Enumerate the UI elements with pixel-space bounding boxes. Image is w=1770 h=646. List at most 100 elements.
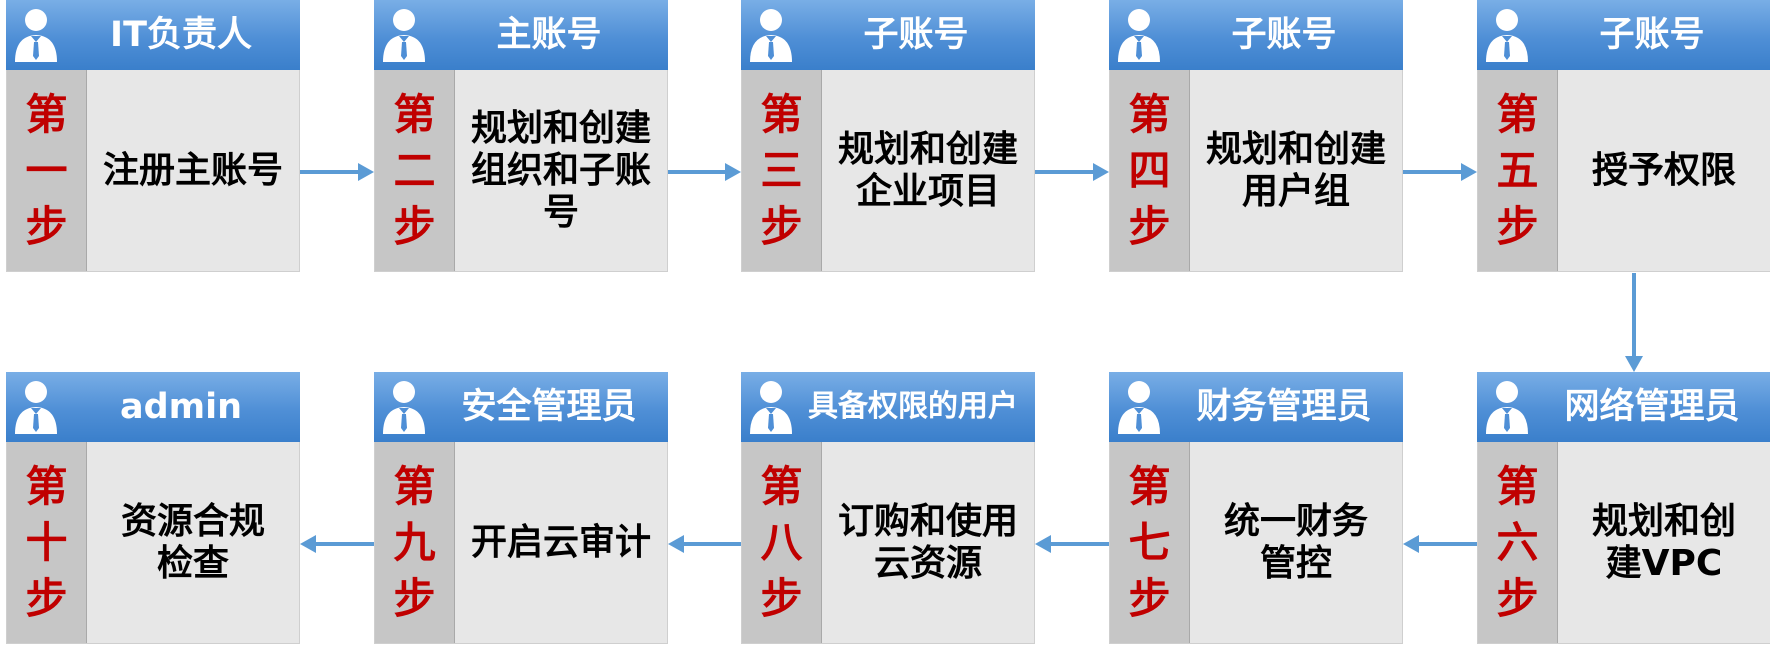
arrow-icon xyxy=(1035,163,1109,181)
step-box: 网络管理员第六步规划和创 建VPC xyxy=(1477,372,1770,644)
step-number: 第四步 xyxy=(1110,70,1190,271)
step-number-char: 二 xyxy=(393,145,436,195)
step-header: 具备权限的用户 xyxy=(741,372,1035,442)
step-header: 安全管理员 xyxy=(374,372,668,442)
step-task-text: 规划和创建 用户组 xyxy=(1205,128,1386,212)
step-task-text: 规划和创建 企业项目 xyxy=(837,128,1018,212)
step-number-char: 第 xyxy=(1496,89,1539,139)
step-body: 第一步注册主账号 xyxy=(6,70,300,272)
step-number-char: 十 xyxy=(25,517,68,567)
step-body: 第五步授予权限 xyxy=(1477,70,1770,272)
step-number: 第九步 xyxy=(375,442,455,643)
step-role-label: 子账号 xyxy=(863,15,969,55)
person-icon xyxy=(750,9,792,62)
step-box: 子账号第三步规划和创建 企业项目 xyxy=(741,0,1035,272)
arrow-icon xyxy=(300,535,374,553)
step-header: 子账号 xyxy=(1109,0,1403,70)
step-task-text: 规划和创 建VPC xyxy=(1591,500,1736,584)
step-number: 第十步 xyxy=(7,442,87,643)
step-number-char: 步 xyxy=(25,573,68,623)
step-header: 子账号 xyxy=(1477,0,1770,70)
step-number-char: 第 xyxy=(25,461,68,511)
step-number-char: 第 xyxy=(1128,89,1171,139)
step-box: IT负责人第一步注册主账号 xyxy=(6,0,300,272)
step-number-char: 第 xyxy=(760,461,803,511)
step-number-char: 九 xyxy=(393,517,436,567)
step-number: 第五步 xyxy=(1478,70,1558,271)
step-body: 第八步订购和使用 云资源 xyxy=(741,442,1035,644)
step-task-text: 注册主账号 xyxy=(102,149,283,191)
step-number-char: 六 xyxy=(1496,517,1539,567)
step-role-label: 安全管理员 xyxy=(461,387,637,427)
step-role-label: admin xyxy=(119,387,243,427)
person-icon xyxy=(1486,9,1528,62)
step-number: 第二步 xyxy=(375,70,455,271)
person-icon xyxy=(1118,381,1160,434)
step-body: 第四步规划和创建 用户组 xyxy=(1109,70,1403,272)
step-box: 主账号第二步规划和创建 组织和子账 号 xyxy=(374,0,668,272)
step-number-char: 第 xyxy=(1496,461,1539,511)
arrow-icon xyxy=(668,163,741,181)
step-task-text: 资源合规 检查 xyxy=(120,500,265,584)
step-number-char: 三 xyxy=(760,145,803,195)
person-icon xyxy=(383,381,425,434)
step-number: 第三步 xyxy=(742,70,822,271)
step-number-char: 第 xyxy=(25,89,68,139)
step-role-label: 子账号 xyxy=(1231,15,1337,55)
arrow-icon xyxy=(300,163,374,181)
step-body: 第三步规划和创建 企业项目 xyxy=(741,70,1035,272)
step-header: admin xyxy=(6,372,300,442)
step-box: 具备权限的用户第八步订购和使用 云资源 xyxy=(741,372,1035,644)
step-box: 子账号第五步授予权限 xyxy=(1477,0,1770,272)
step-task-text: 订购和使用 云资源 xyxy=(837,500,1018,584)
step-task-text: 统一财务 管控 xyxy=(1223,500,1368,584)
person-icon xyxy=(383,9,425,62)
arrow-icon xyxy=(1403,535,1477,553)
step-number: 第八步 xyxy=(742,442,822,643)
step-header: 网络管理员 xyxy=(1477,372,1770,442)
step-number-char: 步 xyxy=(1128,573,1171,623)
step-number-char: 步 xyxy=(1496,201,1539,251)
step-role-label: IT负责人 xyxy=(110,15,252,55)
step-role-label: 子账号 xyxy=(1599,15,1705,55)
step-header: 子账号 xyxy=(741,0,1035,70)
step-task-text: 开启云审计 xyxy=(470,521,651,563)
step-number-char: 四 xyxy=(1128,145,1171,195)
step-box: 安全管理员第九步开启云审计 xyxy=(374,372,668,644)
step-number-char: 步 xyxy=(25,201,68,251)
step-header: 主账号 xyxy=(374,0,668,70)
step-role-label: 主账号 xyxy=(496,15,602,55)
step-header: 财务管理员 xyxy=(1109,372,1403,442)
step-task-text: 授予权限 xyxy=(1591,149,1736,191)
step-role-label: 网络管理员 xyxy=(1564,387,1740,427)
step-body: 第十步资源合规 检查 xyxy=(6,442,300,644)
person-icon xyxy=(1118,9,1160,62)
arrow-icon xyxy=(1035,535,1109,553)
person-icon xyxy=(750,381,792,434)
step-body: 第七步统一财务 管控 xyxy=(1109,442,1403,644)
step-body: 第六步规划和创 建VPC xyxy=(1477,442,1770,644)
person-icon xyxy=(1486,381,1528,434)
arrow-icon xyxy=(1625,273,1643,372)
step-number-char: 五 xyxy=(1496,145,1539,195)
step-number-char: 步 xyxy=(760,573,803,623)
arrow-icon xyxy=(668,535,741,553)
step-role-label: 财务管理员 xyxy=(1196,387,1372,427)
step-role-label: 具备权限的用户 xyxy=(808,389,1018,424)
step-number-char: 第 xyxy=(760,89,803,139)
step-body: 第九步开启云审计 xyxy=(374,442,668,644)
step-number-char: 步 xyxy=(760,201,803,251)
step-number-char: 第 xyxy=(393,461,436,511)
step-number-char: 一 xyxy=(25,145,68,195)
step-box: 子账号第四步规划和创建 用户组 xyxy=(1109,0,1403,272)
step-number-char: 步 xyxy=(1496,573,1539,623)
step-number-char: 步 xyxy=(393,201,436,251)
person-icon xyxy=(15,9,57,62)
step-number: 第六步 xyxy=(1478,442,1558,643)
step-box: 财务管理员第七步统一财务 管控 xyxy=(1109,372,1403,644)
step-number-char: 第 xyxy=(393,89,436,139)
step-number: 第七步 xyxy=(1110,442,1190,643)
person-icon xyxy=(15,381,57,434)
step-body: 第二步规划和创建 组织和子账 号 xyxy=(374,70,668,272)
